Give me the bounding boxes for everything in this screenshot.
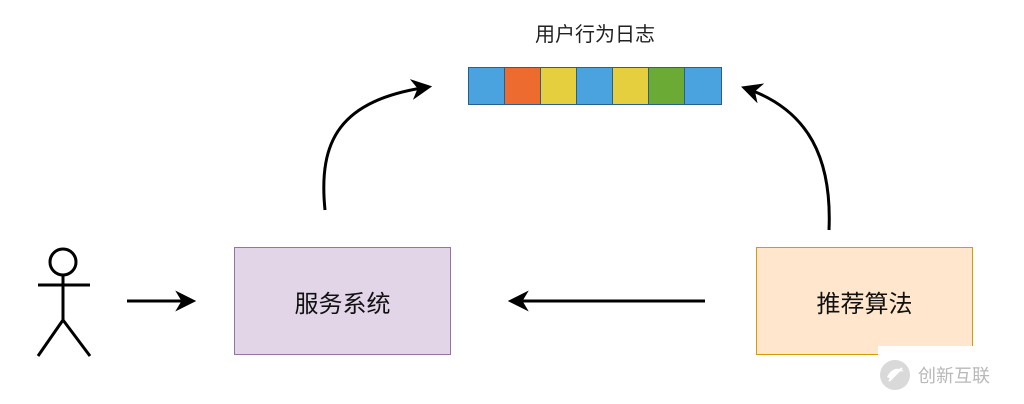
- recommendation-algorithm-box: 推荐算法: [756, 247, 973, 355]
- service-system-box: 服务系统: [234, 247, 451, 355]
- log-cell: [577, 68, 613, 104]
- watermark-label: 创新互联: [918, 366, 990, 387]
- log-cell: [505, 68, 541, 104]
- log-cell: [469, 68, 505, 104]
- service-to-log-arrow: [322, 79, 433, 211]
- log-cell: [685, 68, 721, 104]
- service-system-label: 服务系统: [294, 289, 391, 318]
- log-cell: [613, 68, 649, 104]
- log-cell: [649, 68, 685, 104]
- watermark: 创新互联: [878, 346, 1024, 404]
- recommendation-algorithm-label: 推荐算法: [816, 289, 913, 318]
- watermark-logo-icon: [880, 360, 910, 390]
- log-title: 用户行为日志: [535, 22, 655, 46]
- user-icon: [36, 247, 92, 357]
- log-cell: [541, 68, 577, 104]
- user-behavior-log-bar: [468, 67, 722, 105]
- algorithm-to-log-arrow: [741, 83, 831, 231]
